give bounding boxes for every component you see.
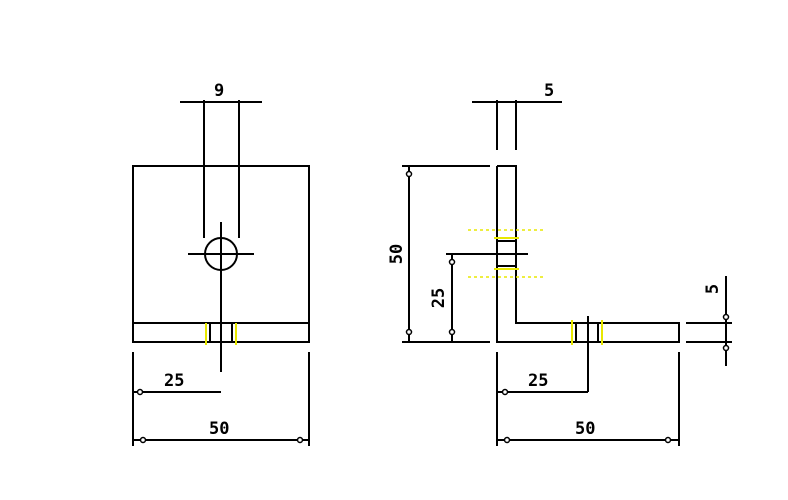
side-height-arrow-bottom <box>405 328 413 336</box>
side-right-arrow-bottom <box>722 344 730 352</box>
front-dim-50-arrow-right <box>296 436 304 444</box>
side-dim-50-arrow-right <box>664 436 672 444</box>
side-center-arrow-bottom <box>448 328 456 336</box>
side-total-width-label: 50 <box>575 419 595 439</box>
side-right-thickness-label: 5 <box>703 284 723 294</box>
side-center-arrow-top <box>448 258 456 266</box>
front-total-width-label: 50 <box>209 419 229 439</box>
side-right-arrow-top <box>722 313 730 321</box>
front-center-offset-label: 25 <box>164 371 184 391</box>
side-view <box>402 100 732 446</box>
side-dim-25-arrow-left <box>501 388 509 396</box>
side-dim-50-arrow-left <box>503 436 511 444</box>
side-height-arrow-top <box>405 170 413 178</box>
front-dim-50-arrow-left <box>139 436 147 444</box>
side-center-height-label: 25 <box>429 288 449 308</box>
side-top-thickness-label: 5 <box>544 81 554 101</box>
side-total-height-label: 50 <box>387 244 407 264</box>
side-center-offset-label: 25 <box>528 371 548 391</box>
front-view <box>132 100 310 446</box>
front-dim-25-arrow-left <box>136 388 144 396</box>
angle-profile <box>496 165 680 343</box>
front-hole-diameter-label: 9 <box>214 81 224 101</box>
